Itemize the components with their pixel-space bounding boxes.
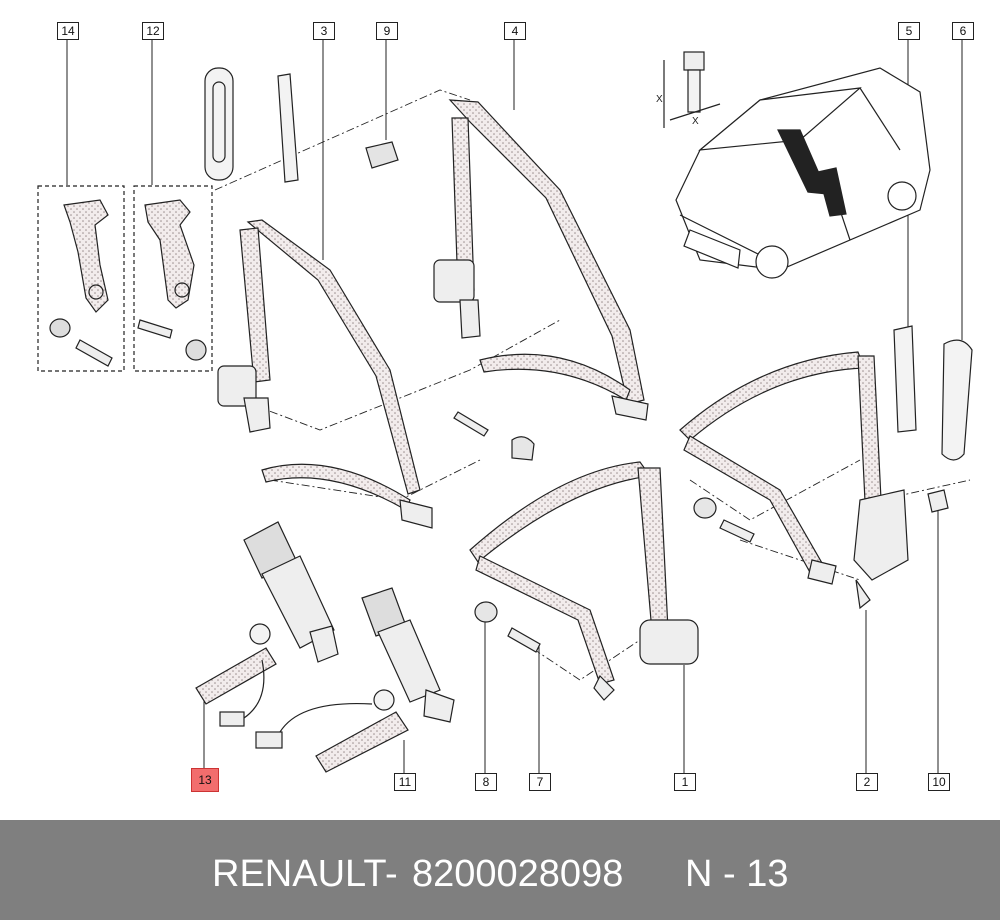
belt-3 bbox=[217, 219, 433, 529]
screw-10 bbox=[927, 489, 949, 513]
brand-separator: - bbox=[385, 853, 398, 895]
callout-1[interactable]: 1 bbox=[674, 773, 696, 791]
kit-14-box bbox=[37, 185, 125, 372]
callout-4[interactable]: 4 bbox=[504, 22, 526, 40]
callout-5[interactable]: 5 bbox=[898, 22, 920, 40]
callout-13-highlighted[interactable]: 13 bbox=[191, 768, 219, 792]
callout-6[interactable]: 6 bbox=[952, 22, 974, 40]
buckle-11 bbox=[255, 587, 455, 773]
callout-11[interactable]: 11 bbox=[394, 773, 416, 791]
belt-4 bbox=[433, 99, 649, 421]
belt-2 bbox=[679, 351, 909, 610]
callout-3[interactable]: 3 bbox=[313, 22, 335, 40]
dimension-label-x-horizontal: X bbox=[692, 116, 699, 127]
cover-6 bbox=[941, 339, 973, 461]
bolt-7 bbox=[507, 627, 541, 653]
part-number: 8200028098 bbox=[412, 853, 624, 895]
exploded-parts-diagram: X X bbox=[37, 38, 973, 773]
cap-right bbox=[693, 497, 717, 519]
height-adjuster bbox=[277, 73, 299, 183]
cap-8 bbox=[474, 601, 498, 623]
callout-14[interactable]: 14 bbox=[57, 22, 79, 40]
bolt-dimension-sketch bbox=[663, 51, 721, 128]
callout-12[interactable]: 12 bbox=[142, 22, 164, 40]
cap-center bbox=[511, 436, 535, 461]
belt-1 bbox=[469, 461, 699, 701]
brand-name: RENAULT bbox=[212, 853, 387, 895]
reference-label: N - 13 bbox=[685, 853, 789, 895]
adjuster-5 bbox=[893, 325, 917, 433]
callout-7[interactable]: 7 bbox=[529, 773, 551, 791]
callout-10[interactable]: 10 bbox=[928, 773, 950, 791]
dimension-label-x-vertical: X bbox=[656, 94, 663, 105]
footer-banner: RENAULT - 8200028098 N - 13 bbox=[0, 820, 1000, 920]
trim-cover bbox=[204, 67, 234, 181]
callout-8[interactable]: 8 bbox=[475, 773, 497, 791]
kit-14-parts bbox=[49, 199, 113, 367]
clip-9 bbox=[365, 141, 399, 169]
callout-2[interactable]: 2 bbox=[856, 773, 878, 791]
kit-12-box bbox=[133, 185, 213, 372]
callout-9[interactable]: 9 bbox=[376, 22, 398, 40]
bolt-center bbox=[453, 411, 489, 437]
buckle-13 bbox=[195, 521, 339, 727]
kit-12-parts bbox=[137, 199, 207, 361]
vehicle-illustration bbox=[675, 67, 931, 279]
bolt-right bbox=[719, 519, 755, 543]
